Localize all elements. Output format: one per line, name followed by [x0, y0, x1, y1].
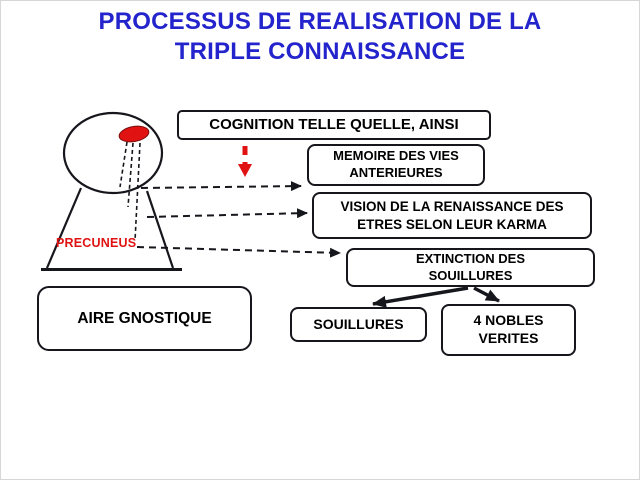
node-souillures: SOUILLURES: [290, 307, 427, 342]
node-cognition: COGNITION TELLE QUELLE, AINSI: [177, 110, 491, 140]
arrow-extinction-to-souillures: [372, 286, 469, 308]
node-vision-renaissance: VISION DE LA RENAISSANCE DES ETRES SELON…: [312, 192, 592, 239]
node-4-nobles-verites: 4 NOBLES VERITES: [441, 304, 576, 356]
dashed-arrow-to-vision: [146, 208, 308, 219]
precuneus-region-marker: [118, 125, 150, 143]
dashed-arrow-to-memoire: [140, 181, 302, 192]
dashed-arrow-to-extinction: [136, 246, 341, 258]
head-outline: [62, 111, 164, 195]
node-extinction-souillures: EXTINCTION DES SOUILLURES: [346, 248, 595, 287]
page-title-line1: PROCESSUS DE REALISATION DE LA: [98, 8, 542, 35]
node-aire-gnostique: AIRE GNOSTIQUE: [37, 286, 252, 351]
page-title-line2: TRIPLE CONNAISSANCE: [174, 38, 466, 65]
precuneus-label: PRECUNEUS: [56, 236, 137, 250]
inner-dashed-traces: [119, 141, 141, 242]
arrow-extinction-to-nobles: [473, 286, 500, 303]
page-title: PROCESSUS DE REALISATION DE LA TRIPLE CO…: [1, 7, 639, 67]
node-memoire-des-vies: MEMOIRE DES VIES ANTERIEURES: [307, 144, 485, 186]
